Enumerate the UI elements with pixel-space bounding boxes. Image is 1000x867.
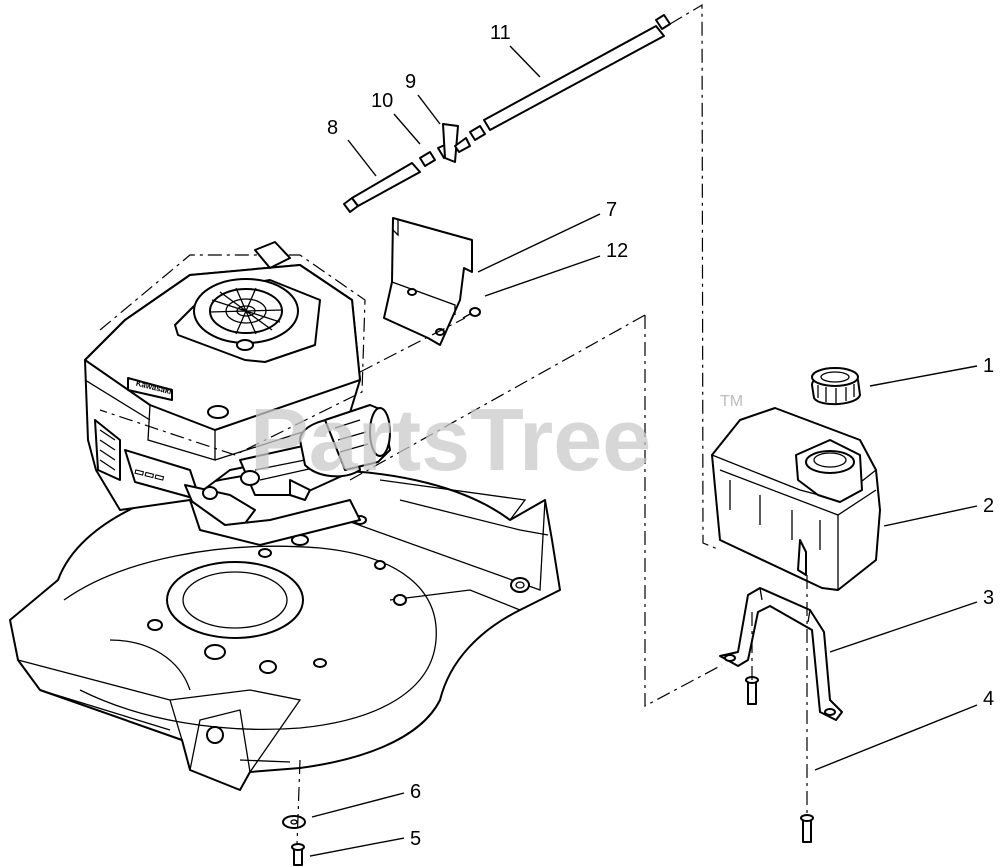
mower-deck — [9, 468, 561, 791]
engine: Kawasaki ▭▭▭ — [84, 241, 391, 546]
bolts-4 — [745, 676, 814, 843]
screw-12 — [462, 307, 481, 319]
fuel-shutoff-valve — [442, 123, 459, 163]
callout-4: 4 — [983, 688, 994, 710]
watermark: PartsTree TM — [250, 390, 743, 489]
callout-12: 12 — [606, 240, 628, 262]
callout-5: 5 — [410, 828, 421, 850]
callout-3: 3 — [983, 587, 994, 609]
fuel-cap — [811, 367, 861, 406]
callout-6: 6 — [410, 781, 421, 803]
callout-2: 2 — [983, 495, 994, 517]
callout-9: 9 — [405, 71, 416, 93]
callout-10: 10 — [371, 90, 393, 112]
fuel-line-assembly — [343, 14, 671, 213]
assembly-lines — [296, 3, 808, 846]
watermark-text: PartsTree — [250, 390, 651, 489]
callout-7: 7 — [606, 199, 617, 221]
tank-bracket-plate — [383, 217, 473, 346]
washer-6 — [282, 815, 306, 829]
callout-11: 11 — [490, 22, 511, 44]
bolt-5 — [291, 843, 305, 866]
fuel-tank — [711, 407, 881, 591]
fuel-hose-long — [483, 25, 665, 131]
fuel-hose-short — [351, 162, 421, 207]
watermark-trademark: TM — [720, 393, 743, 410]
callouts: 1 2 3 4 5 6 7 8 9 10 11 12 — [309, 22, 994, 857]
callout-8: 8 — [327, 117, 338, 139]
callout-1: 1 — [983, 355, 994, 377]
tank-support-bracket — [719, 587, 843, 721]
